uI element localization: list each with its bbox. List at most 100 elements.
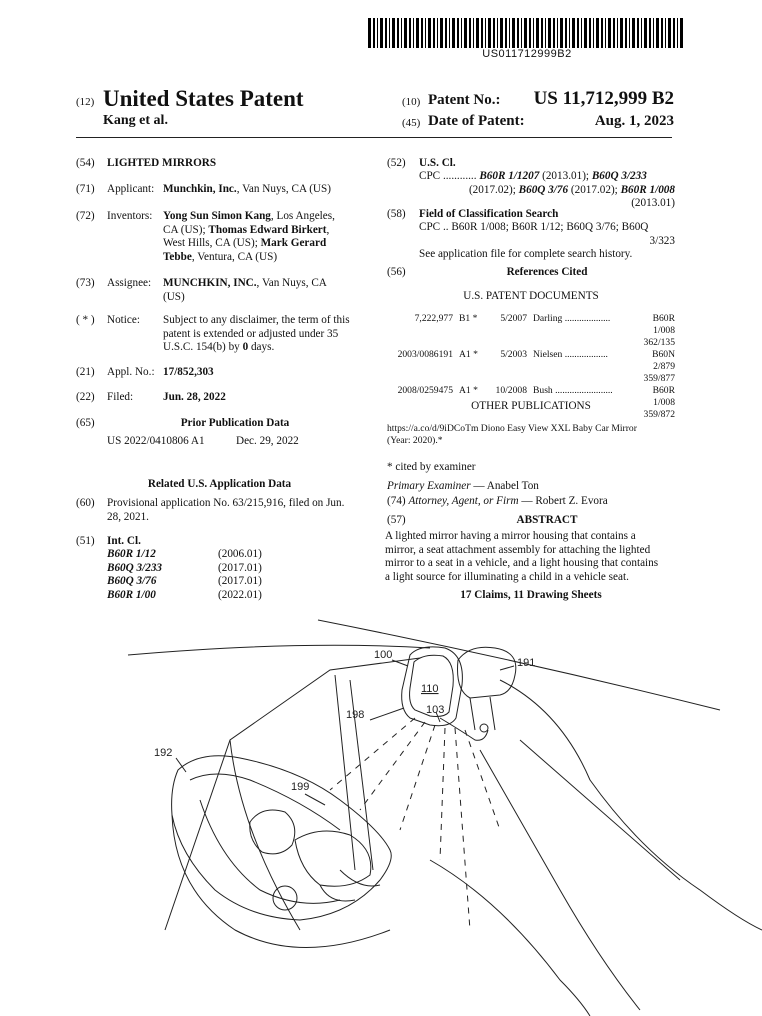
patent-drawing: 100 191 110 103 198 192 199 [127, 619, 762, 1016]
barcode-bar [512, 18, 515, 48]
barcode-bar [593, 18, 594, 48]
reference-row: 7,222,977 B1 * 5/2007 Darling ..........… [414, 313, 675, 348]
inventors-value: Yong Sun Simon Kang, Los Angeles, CA (US… [163, 210, 335, 263]
barcode-bar [656, 18, 659, 48]
provisional-text: Provisional application No. 63/215,916, … [107, 497, 345, 523]
barcode-bar [488, 18, 491, 48]
barcode-bar [548, 18, 551, 48]
barcode-bar [625, 18, 627, 48]
barcode-bar [572, 18, 575, 48]
barcode-bar [553, 18, 555, 48]
barcode-bar [428, 18, 431, 48]
barcode-bar [596, 18, 599, 48]
reference-row: 2003/0086191 A1 * 5/2003 Nielsen .......… [397, 349, 675, 384]
leader-199 [304, 793, 326, 806]
barcode-bar [557, 18, 558, 48]
int-cl-label: Int. Cl. [107, 535, 141, 547]
ref-label-103: 103 [426, 704, 444, 716]
field-of-search-label: Field of Classification Search [419, 208, 559, 220]
seat-back-seam [519, 739, 681, 881]
barcode-bar [577, 18, 579, 48]
code-73: (73) [76, 277, 95, 289]
barcode-bar [665, 18, 666, 48]
barcode-bar [485, 18, 486, 48]
ref-label-198: 198 [346, 709, 364, 721]
code-21: (21) [76, 366, 95, 378]
barcode-bar [476, 18, 479, 48]
attorney: (74) Attorney, Agent, or Firm — Robert Z… [387, 495, 608, 507]
int-cl-row: B60R 1/12(2006.01) [107, 548, 262, 560]
code-65: (65) [76, 417, 95, 429]
code-57: (57) [387, 514, 406, 526]
barcode-bar [677, 18, 678, 48]
abstract-heading: ABSTRACT [516, 514, 578, 526]
barcode-bar [641, 18, 642, 48]
barcode-bar [373, 18, 375, 48]
references-cited-heading: References Cited [506, 266, 588, 278]
barcode-bar [409, 18, 411, 48]
light-rays [329, 717, 501, 931]
barcode-bar [584, 18, 587, 48]
leader-198 [369, 707, 405, 721]
prior-publication-number: US 2022/0410806 A1 [107, 435, 205, 447]
int-cl-row: B60Q 3/76(2017.01) [107, 575, 262, 587]
date-of-patent-label: Date of Patent: [428, 113, 525, 129]
barcode-bar [509, 18, 510, 48]
leader-103 [435, 711, 441, 723]
light-housing [439, 717, 489, 741]
us-cl-value: CPC ............ B60R 1/1207 (2013.01); … [419, 170, 675, 209]
int-cl-row: B60Q 3/233(2017.01) [107, 561, 262, 574]
patent-no-label: Patent No.: [428, 92, 501, 108]
cited-by-examiner: * cited by examiner [387, 461, 476, 473]
barcode-bar [497, 18, 498, 48]
code-72: (72) [76, 210, 95, 222]
code-52: (52) [387, 157, 406, 169]
inventors-label: Inventors: [107, 210, 153, 222]
barcode-bar [613, 18, 615, 48]
applicant-value: Munchkin, Inc., Van Nuys, CA (US) [163, 183, 331, 195]
barcode-bar [421, 18, 423, 48]
barcode-bar [517, 18, 519, 48]
patent-title: LIGHTED MIRRORS [107, 157, 217, 169]
barcode-bar [445, 18, 447, 48]
barcode-bar [521, 18, 522, 48]
light-source [479, 723, 489, 733]
barcode-bar [397, 18, 399, 48]
barcode-bar [404, 18, 407, 48]
barcode-bar [452, 18, 455, 48]
prior-publication-heading: Prior Publication Data [180, 417, 290, 429]
barcode-bar [469, 18, 471, 48]
field-of-search-value: CPC .. B60R 1/008; B60R 1/12; B60Q 3/76;… [419, 221, 675, 260]
child-head [249, 809, 296, 855]
code-notice: ( * ) [76, 314, 95, 326]
barcode-bar [605, 18, 606, 48]
leader-191 [499, 665, 515, 671]
appl-no-value: 17/852,303 [163, 366, 214, 378]
claims-sheets: 17 Claims, 11 Drawing Sheets [460, 589, 602, 601]
leader-192 [175, 757, 187, 773]
barcode-bar [377, 18, 378, 48]
barcode-bar [473, 18, 474, 48]
seat-side [479, 749, 641, 1011]
barcode-bar [637, 18, 639, 48]
code-60: (60) [76, 497, 95, 509]
assignee-label: Assignee: [107, 277, 152, 289]
barcode-number: US011712999B2 [482, 48, 572, 60]
code-12: (12) [76, 96, 95, 108]
car-seat-rim [189, 773, 341, 831]
barcode-bar [629, 18, 630, 48]
barcode-bar [632, 18, 635, 48]
headrest-posts [469, 696, 496, 731]
code-51: (51) [76, 535, 95, 547]
barcode-bar [380, 18, 383, 48]
headrest [457, 646, 517, 699]
barcode-bar [565, 18, 567, 48]
barcode-bar [368, 18, 371, 48]
car-seat-base [171, 814, 391, 948]
code-71: (71) [76, 183, 95, 195]
patent-number: US 11,712,999 B2 [533, 88, 674, 109]
barcode-bar [560, 18, 563, 48]
b-pillar [334, 674, 356, 871]
code-45: (45) [402, 117, 421, 129]
barcode-bar [601, 18, 603, 48]
